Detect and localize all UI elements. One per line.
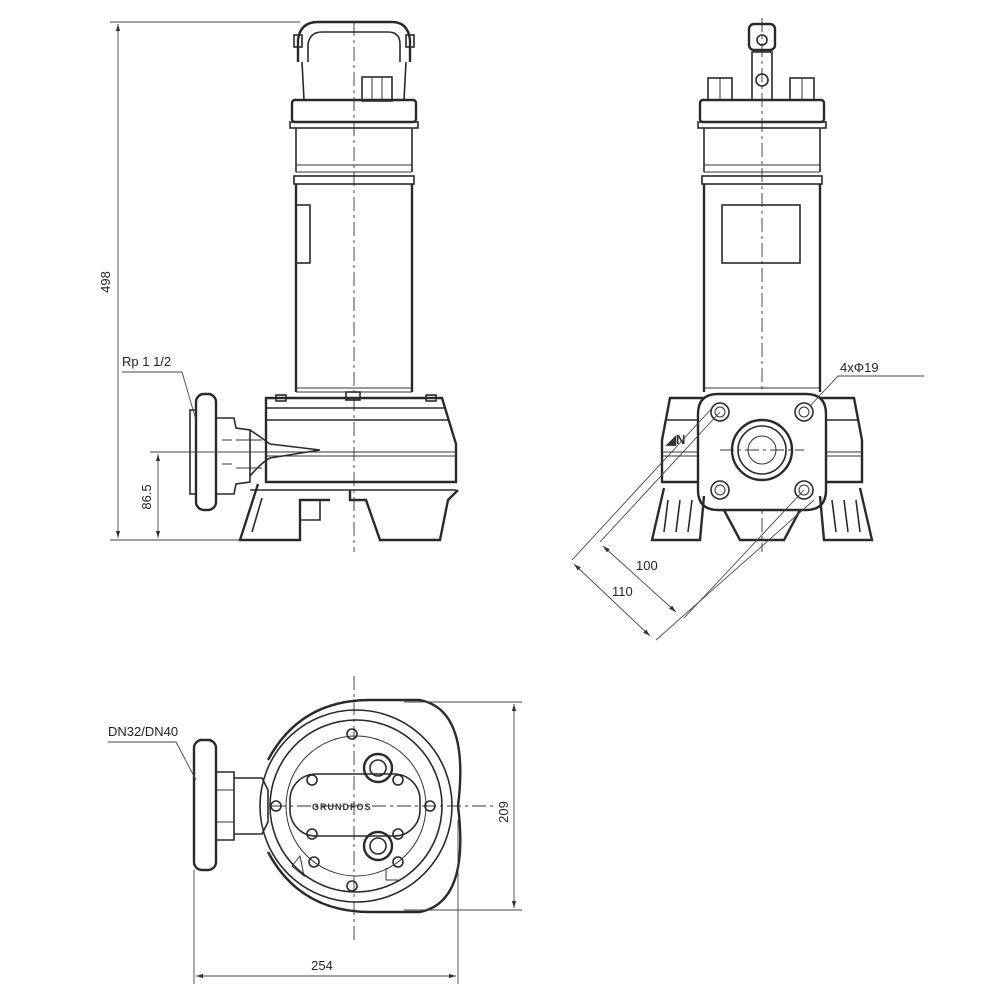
depth-dimension-label: 209 [496,801,511,823]
outlet-height-label: 86.5 [139,484,154,509]
flange-inner-label: 100 [636,558,658,573]
bolt-holes-label: 4xΦ19 [840,360,879,375]
svg-text:◢N: ◢N [665,432,685,447]
flange-outer-label: 110 [612,584,633,599]
brand-text: GRUNDFOS [312,802,372,812]
side-view: 498 86.5 Rp 1 1/2 [98,20,459,552]
width-dimension-label: 254 [311,958,333,973]
top-view: GRUNDFOS DN32/DN40 209 [108,676,522,984]
height-dimension-label: 498 [98,271,113,293]
thread-label: Rp 1 1/2 [122,354,171,369]
front-view: ◢N 4xΦ19 100 110 [571,18,924,641]
flange-size-label: DN32/DN40 [108,724,178,739]
